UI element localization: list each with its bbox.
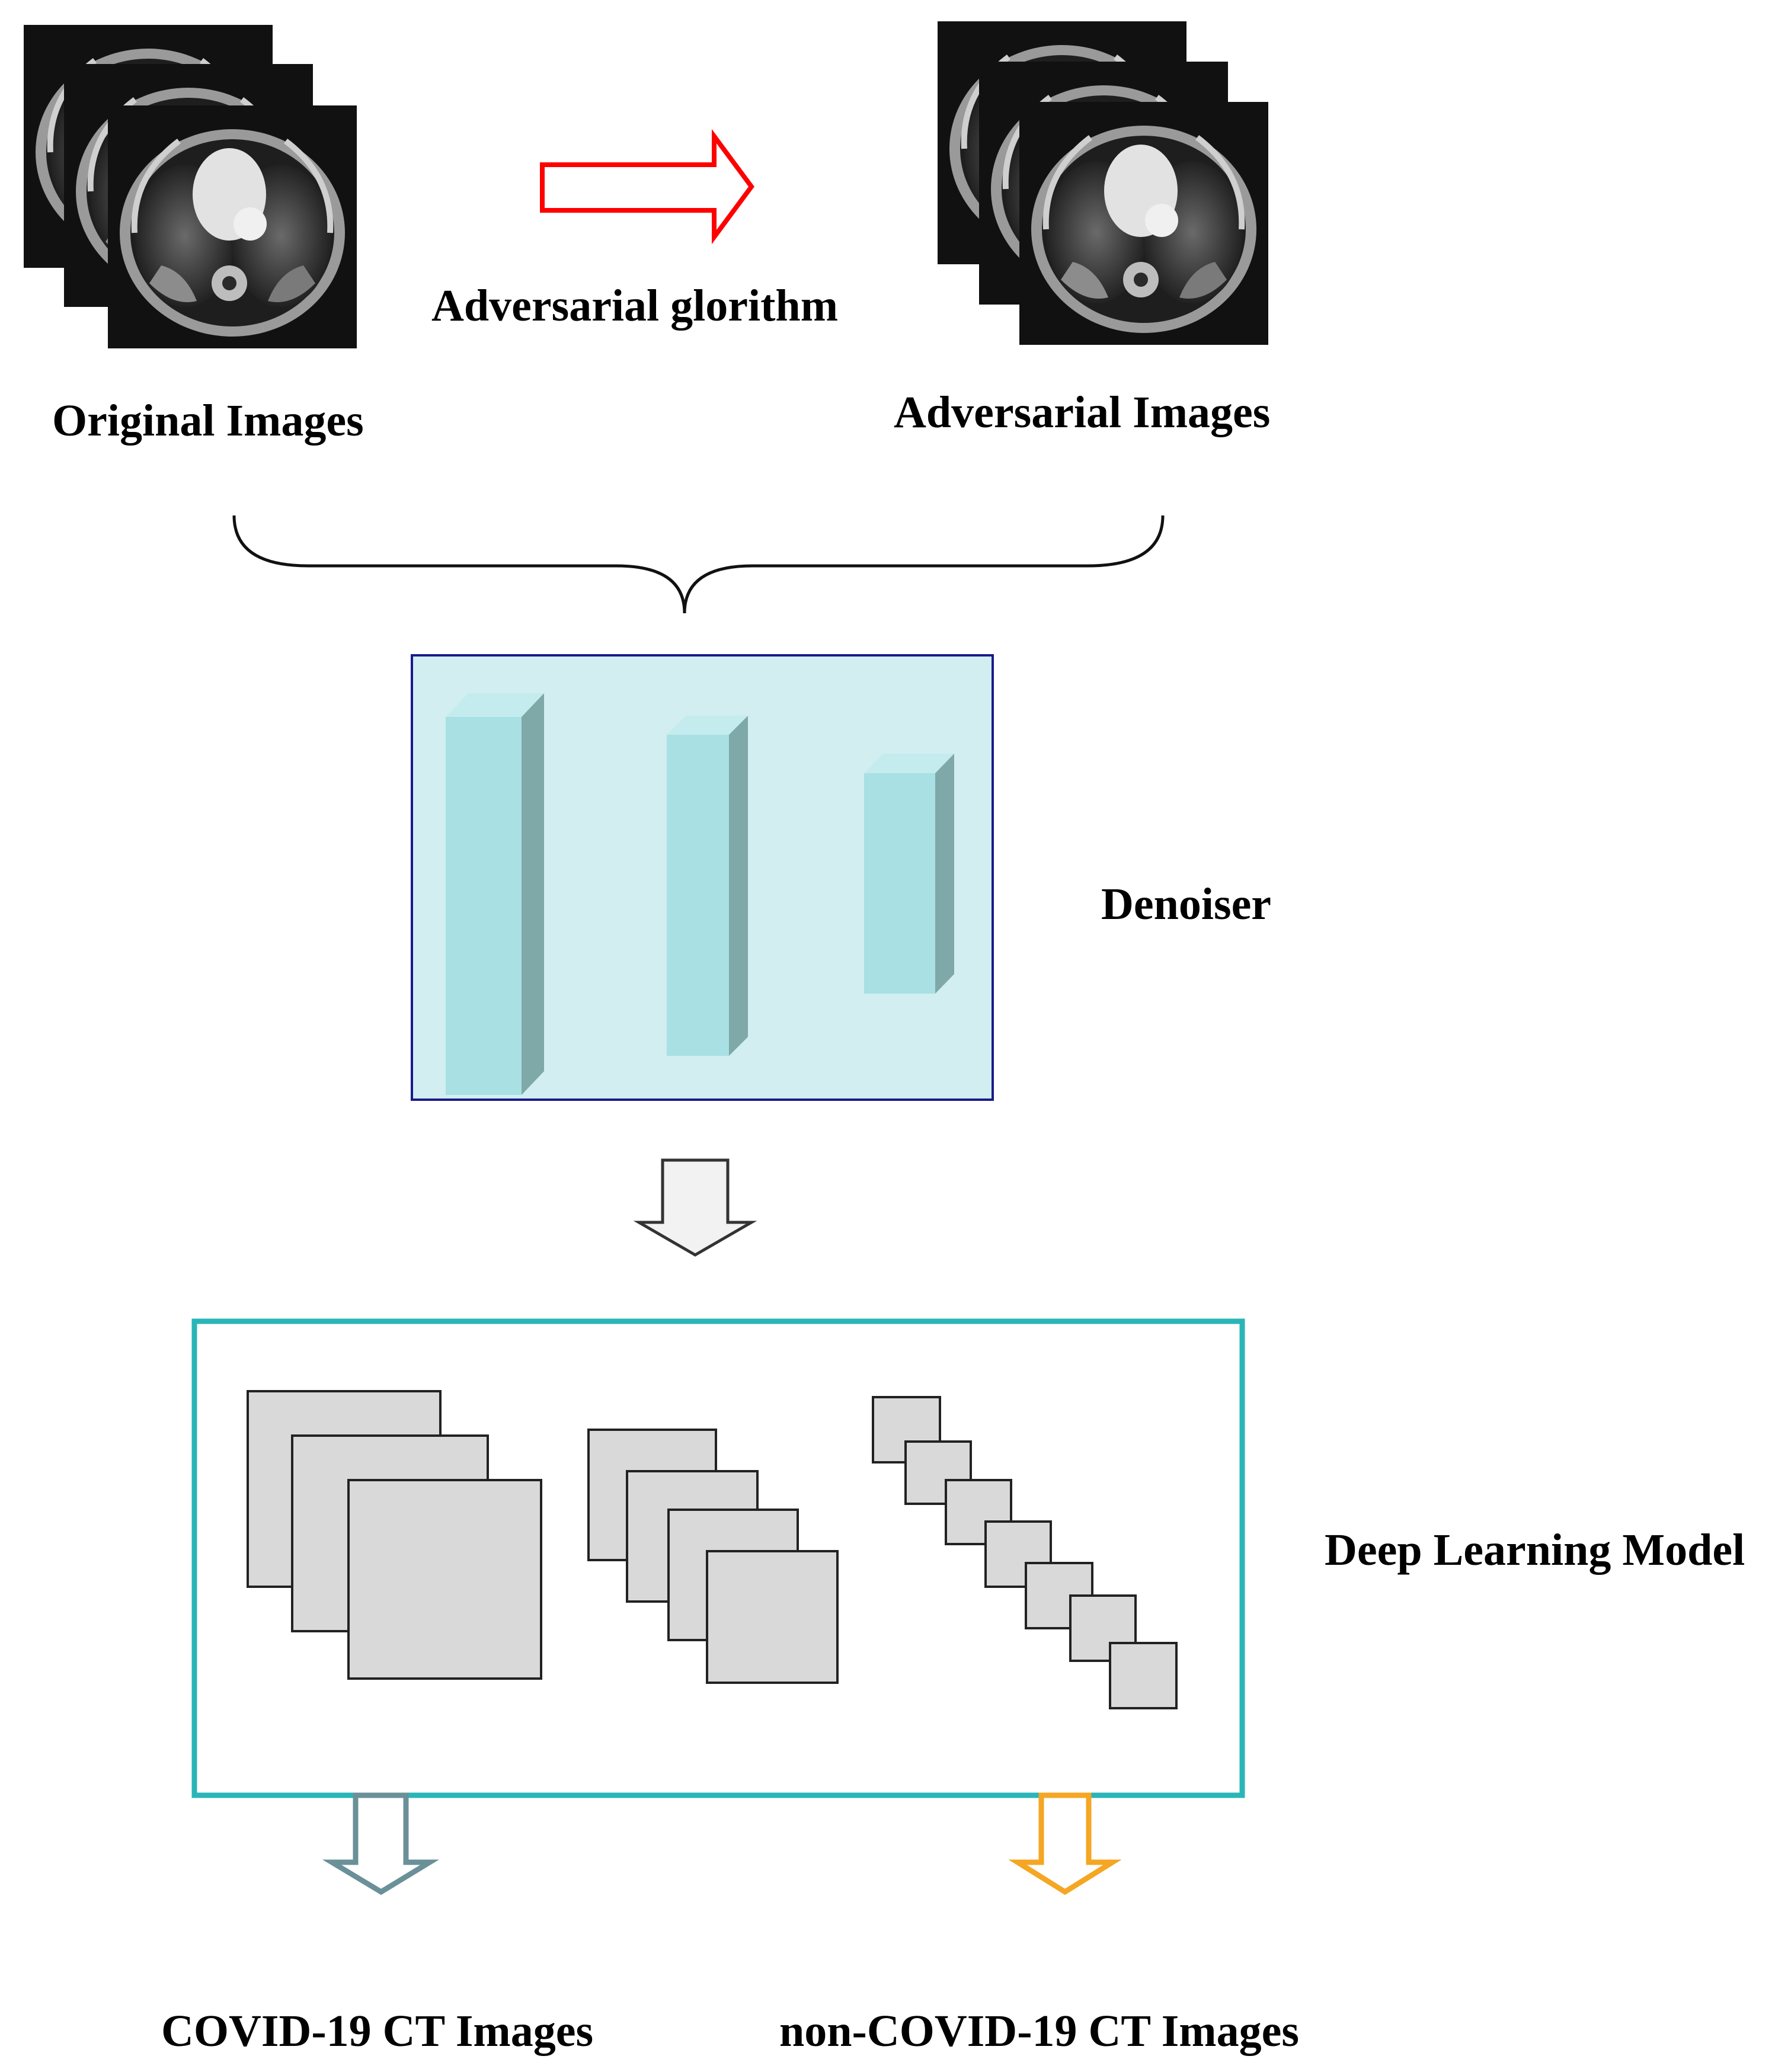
flow-arrow-icon xyxy=(633,1158,757,1257)
adversarial-algorithm-label: Adversarial glorithm xyxy=(431,281,839,331)
deep-learning-model-panel xyxy=(191,1318,1245,1798)
non-covid-output-label: non-COVID-19 CT Images xyxy=(779,2006,1299,2056)
adversarial-arrow-icon xyxy=(540,129,754,245)
original-images-stack xyxy=(24,25,357,348)
denoiser-panel xyxy=(411,654,994,1101)
deep-learning-model-label: Deep Learning Model xyxy=(1325,1525,1745,1575)
covid-output-arrow-icon xyxy=(322,1792,440,1895)
adversarial-images-stack xyxy=(938,21,1268,345)
denoiser-label: Denoiser xyxy=(1101,879,1272,929)
adversarial-images-label: Adversarial Images xyxy=(894,388,1271,437)
non-covid-output-arrow-icon xyxy=(1008,1792,1122,1895)
original-images-label: Original Images xyxy=(52,396,364,446)
covid-output-label: COVID-19 CT Images xyxy=(161,2006,594,2056)
curly-brace-icon xyxy=(232,515,1165,614)
